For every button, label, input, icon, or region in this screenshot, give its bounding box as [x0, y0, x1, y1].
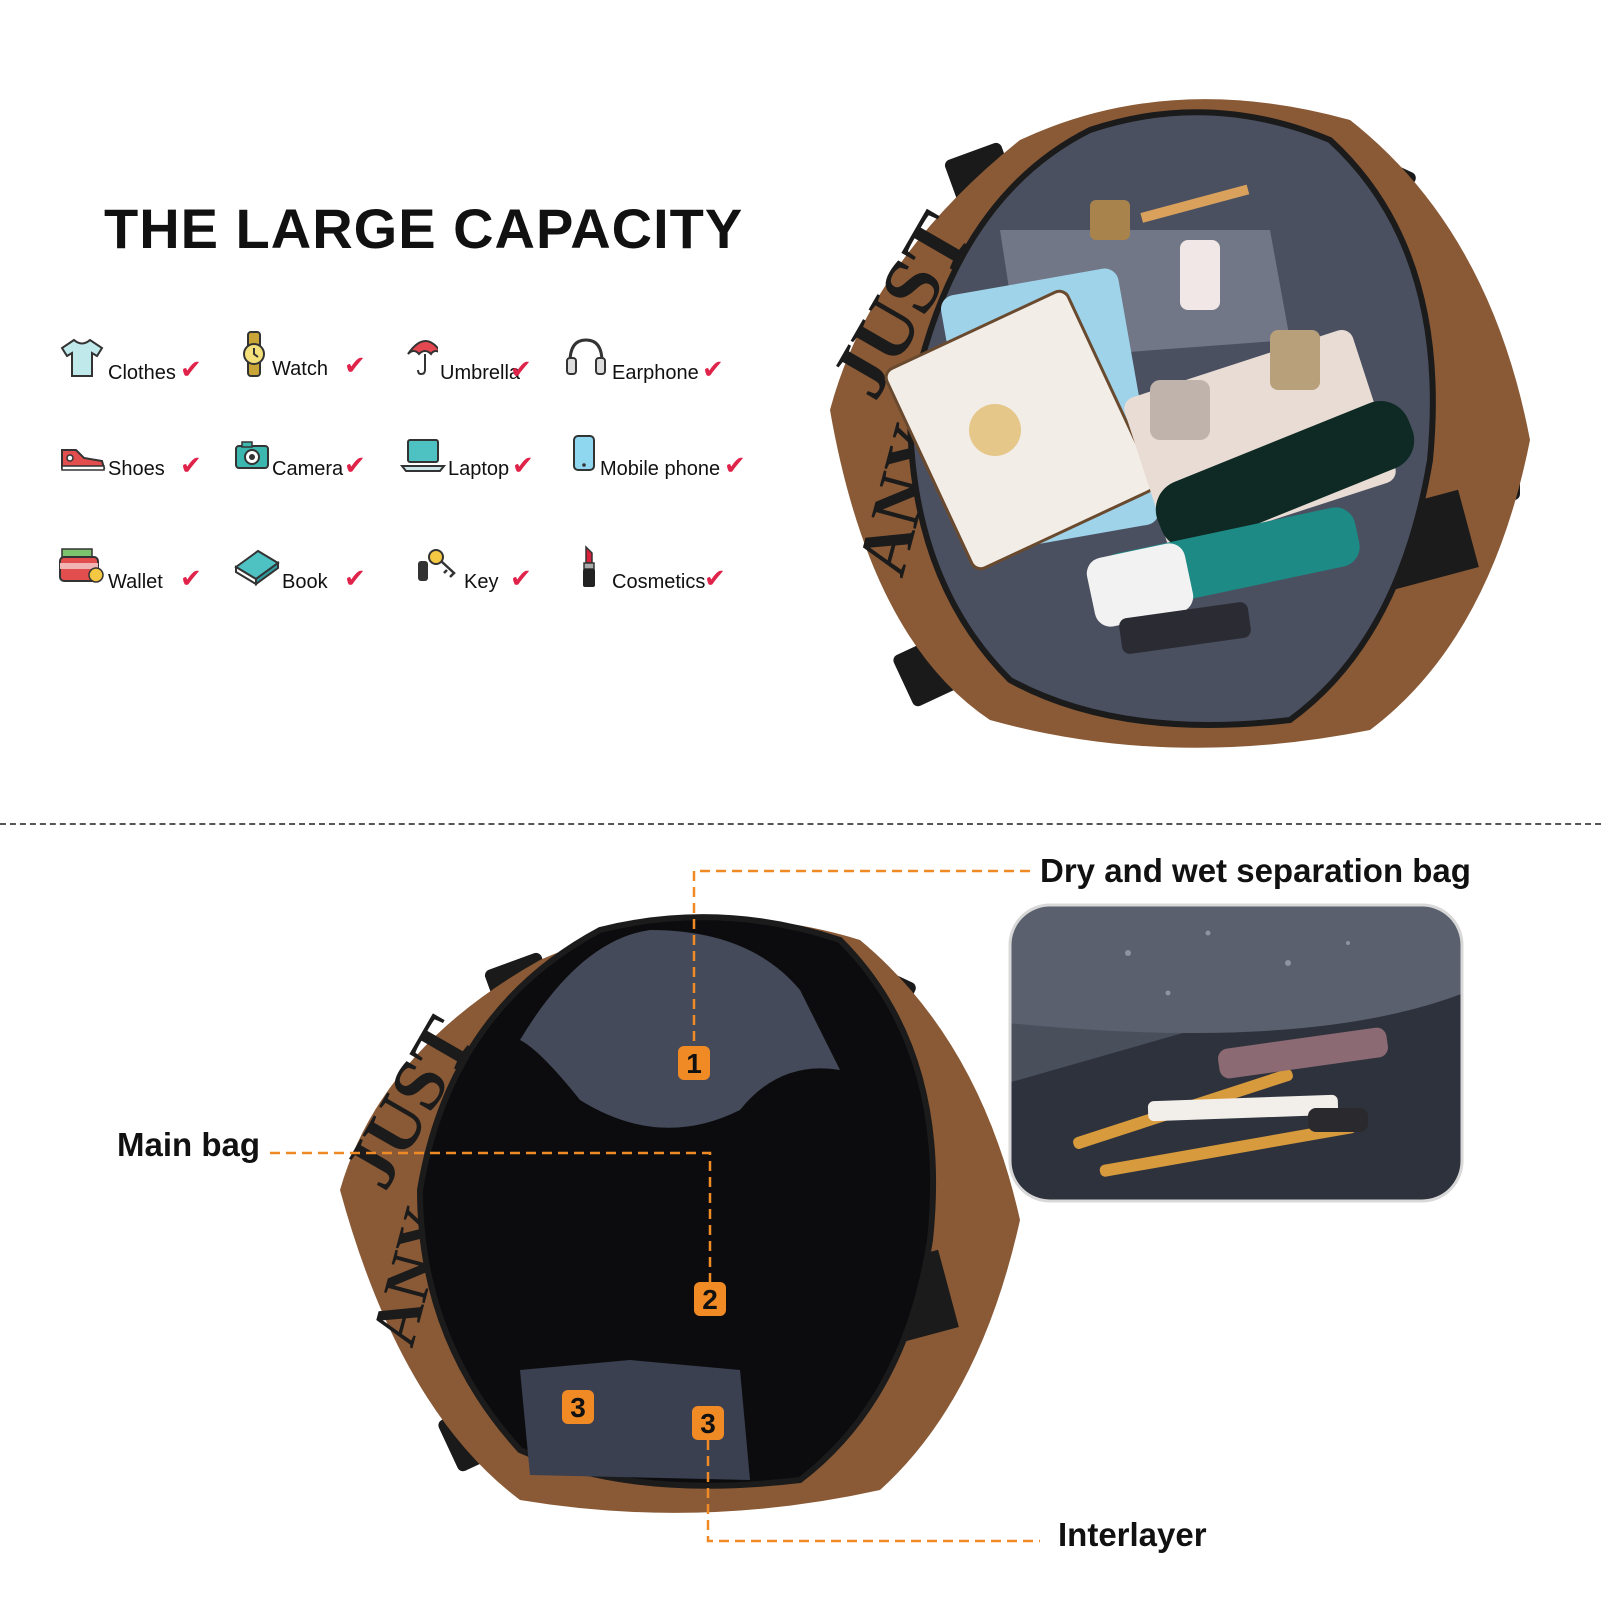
capacity-item-umbrella: Umbrella ✔ — [390, 334, 570, 390]
main-bag-leader-line — [270, 1151, 712, 1282]
wallet-icon — [59, 548, 104, 583]
marker-1: 1 — [678, 1046, 710, 1080]
capacity-item-earphone: Earphone ✔ — [562, 334, 742, 390]
check-icon: ✔ — [180, 450, 202, 480]
key-icon — [418, 549, 456, 581]
headphones-icon — [566, 338, 606, 375]
laptop-icon — [399, 439, 446, 472]
watch-icon — [243, 331, 265, 377]
capacity-item-clothes: Clothes ✔ — [58, 334, 238, 390]
check-icon: ✔ — [512, 450, 534, 480]
capacity-item-label: Shoes — [108, 458, 165, 480]
marker-1-label: 1 — [686, 1048, 702, 1079]
capacity-item-label: Laptop — [448, 458, 510, 480]
marker-3b: 3 — [692, 1406, 724, 1440]
check-icon: ✔ — [510, 354, 532, 384]
capacity-item-cosmetics: Cosmetics ✔ — [562, 543, 742, 599]
marker-2-label: 2 — [702, 1284, 718, 1315]
dry-wet-bag-photo — [1008, 903, 1464, 1203]
check-icon: ✔ — [702, 354, 724, 384]
callout-dry-wet: Dry and wet separation bag — [1040, 852, 1471, 889]
capacity-item-label: Camera — [272, 458, 344, 480]
capacity-item-label: Cosmetics — [612, 571, 706, 593]
callout-interlayer: Interlayer — [1058, 1516, 1207, 1553]
sneaker-icon — [61, 449, 106, 471]
lipstick-icon — [583, 545, 595, 587]
check-icon: ✔ — [344, 350, 366, 380]
bag-interior-photo: JUST ANY — [329, 914, 1020, 1513]
check-icon: ✔ — [344, 450, 366, 480]
capacity-item-label: Mobile phone — [600, 458, 721, 480]
interlayer-leader-line — [706, 1440, 1040, 1543]
marker-2: 2 — [694, 1282, 726, 1316]
capacity-item-label: Book — [282, 571, 328, 593]
capacity-item-shoes: Shoes ✔ — [58, 430, 238, 486]
marker-3b-label: 3 — [700, 1408, 716, 1439]
camera-icon — [235, 441, 269, 469]
capacity-item-label: Wallet — [108, 571, 163, 593]
section-divider — [0, 823, 1601, 825]
capacity-item-label: Watch — [272, 358, 328, 380]
check-icon: ✔ — [180, 354, 202, 384]
capacity-item-watch: Watch ✔ — [222, 330, 402, 386]
marker-3a: 3 — [562, 1390, 594, 1424]
umbrella-icon — [407, 340, 438, 376]
capacity-item-label: Clothes — [108, 362, 176, 384]
check-icon: ✔ — [724, 450, 746, 480]
page-title: THE LARGE CAPACITY — [104, 197, 744, 260]
marker-3a-label: 3 — [570, 1392, 586, 1423]
callout-main-bag: Main bag — [117, 1126, 261, 1163]
check-icon: ✔ — [704, 563, 726, 593]
capacity-item-label: Umbrella — [440, 362, 521, 384]
capacity-item-mobile-phone: Mobile phone ✔ — [550, 430, 746, 486]
mobile-phone-icon — [573, 435, 595, 471]
capacity-item-book: Book ✔ — [232, 543, 412, 599]
capacity-item-key: Key ✔ — [414, 543, 594, 599]
check-icon: ✔ — [344, 563, 366, 593]
tshirt-icon — [60, 338, 104, 377]
capacity-item-label: Earphone — [612, 362, 699, 384]
capacity-item-label: Key — [464, 571, 499, 593]
capacity-item-camera: Camera ✔ — [222, 430, 402, 486]
capacity-item-laptop: Laptop ✔ — [398, 430, 578, 486]
capacity-item-wallet: Wallet ✔ — [58, 543, 238, 599]
dry-wet-leader-line — [692, 869, 1030, 1046]
check-icon: ✔ — [510, 563, 532, 593]
check-icon: ✔ — [180, 563, 202, 593]
book-icon — [234, 549, 280, 586]
bag-contents-photo: JUST ANY — [814, 99, 1530, 748]
